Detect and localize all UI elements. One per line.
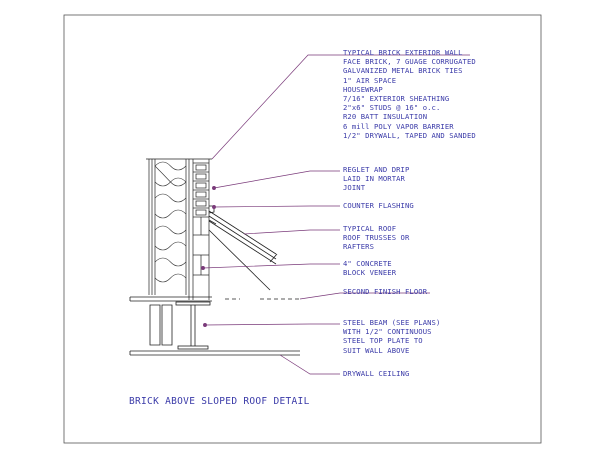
- callout-line: SECOND FINISH FLOOR: [343, 287, 428, 296]
- callout-counter-flashing: COUNTER FLASHING: [343, 201, 414, 210]
- steel-beam: [149, 301, 211, 350]
- callout-line: STEEL TOP PLATE TO: [343, 336, 423, 346]
- callout-reglet: REGLET AND DRIP LAID IN MORTAR JOINT: [343, 165, 409, 193]
- callout-line: BLOCK VENEER: [343, 268, 397, 278]
- callout-beam: STEEL BEAM (SEE PLANS) WITH 1/2" CONTINU…: [343, 318, 440, 355]
- callout-roof: TYPICAL ROOF ROOF TRUSSES OR RAFTERS: [343, 224, 409, 252]
- drawing-title: BRICK ABOVE SLOPED ROOF DETAIL: [129, 396, 310, 407]
- leader-lines: [201, 54, 470, 375]
- callout-line: WITH 1/2" CONTINUOUS: [343, 327, 432, 337]
- brick-courses: [193, 162, 209, 218]
- callout-line: 7/16" EXTERIOR SHEATHING: [343, 94, 450, 104]
- callout-line: SUIT WALL ABOVE: [343, 345, 410, 355]
- callout-line: 4" CONCRETE: [343, 259, 392, 268]
- callout-line: RAFTERS: [343, 242, 374, 252]
- callout-line: STEEL BEAM (SEE PLANS): [343, 318, 441, 327]
- block-veneer: [193, 217, 209, 276]
- callout-line: TYPICAL ROOF: [343, 224, 397, 233]
- sheet-border: [63, 14, 542, 444]
- callout-line: 1/2" DRYWALL, TAPED AND SANDED: [343, 130, 476, 140]
- callout-line: HOUSEWRAP: [343, 84, 383, 94]
- sloped-roof: [208, 210, 278, 291]
- callout-line: LAID IN MORTAR: [343, 174, 405, 184]
- callout-floor: SECOND FINISH FLOOR: [343, 287, 427, 296]
- callout-line: 6 mill POLY VAPOR BARRIER: [343, 121, 454, 131]
- callout-line: 1" AIR SPACE: [343, 75, 397, 85]
- callout-line: ROOF TRUSSES OR: [343, 233, 410, 243]
- callout-block: 4" CONCRETE BLOCK VENEER: [343, 259, 396, 277]
- callout-line: GALVANIZED METAL BRICK TIES: [343, 66, 463, 76]
- callout-brick-wall: TYPICAL BRICK EXTERIOR WALL FACE BRICK, …: [343, 48, 476, 140]
- callout-line: FACE BRICK, 7 GUAGE CORRUGATED: [343, 57, 476, 67]
- callout-heading: TYPICAL BRICK EXTERIOR WALL: [343, 48, 463, 57]
- callout-line: 2"x6" STUDS @ 16" o.c.: [343, 103, 441, 113]
- callout-line: REGLET AND DRIP: [343, 165, 410, 174]
- batt-insulation: [154, 161, 187, 283]
- callout-line: COUNTER FLASHING: [343, 201, 414, 210]
- callout-line: DRYWALL CEILING: [343, 369, 410, 378]
- floor-line: [129, 296, 300, 302]
- drywall-ceiling: [129, 350, 300, 356]
- callout-ceiling: DRYWALL CEILING: [343, 369, 409, 378]
- callout-line: JOINT: [343, 183, 366, 193]
- callout-line: R20 BATT INSULATION: [343, 112, 428, 122]
